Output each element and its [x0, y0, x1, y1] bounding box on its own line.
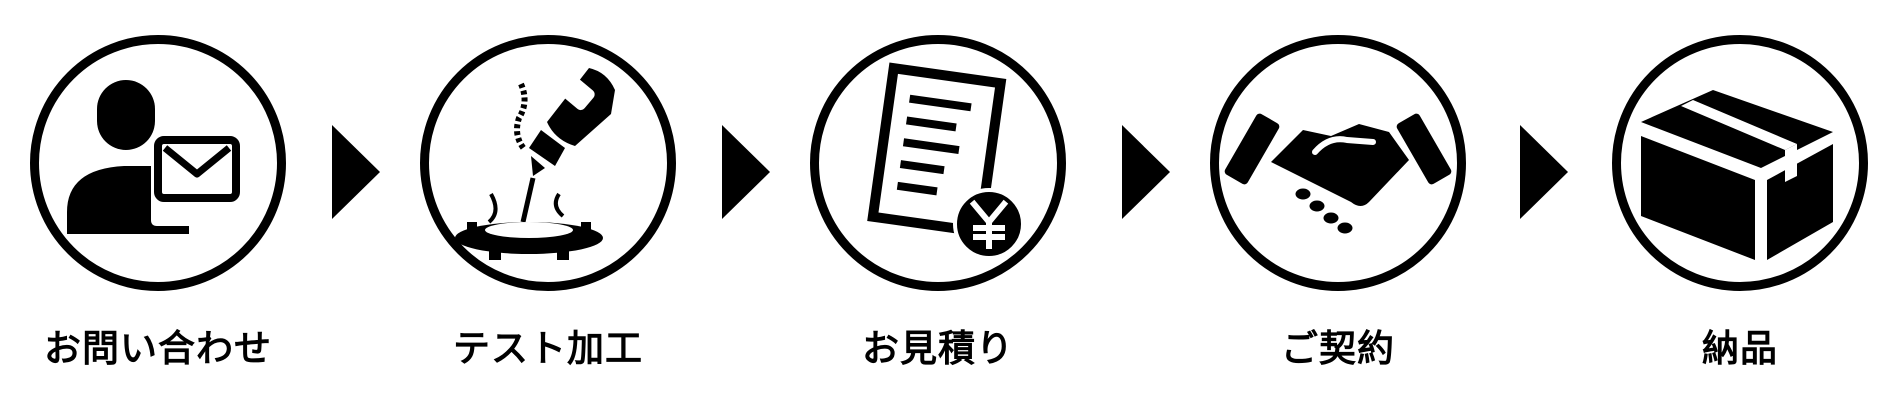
handshake-icon: [1224, 113, 1452, 237]
arrow-right-icon: [1520, 125, 1568, 219]
quote-document-yen-icon: [867, 62, 1025, 260]
arrow-right-icon: [332, 125, 380, 219]
laser-machining-icon: [455, 68, 615, 260]
step-inquiry: お問い合わせ: [22, 0, 312, 400]
step-estimate: お見積り: [802, 0, 1092, 400]
step-test-processing-circle: [420, 35, 676, 291]
step-estimate-circle: [810, 35, 1066, 291]
step-contract: ご契約: [1202, 0, 1492, 400]
arrow-right-icon: [1122, 125, 1170, 219]
step-delivery: 納品: [1604, 0, 1894, 400]
step-delivery-circle: [1612, 35, 1868, 291]
step-contract-circle: [1210, 35, 1466, 291]
step-inquiry-circle: [30, 35, 286, 291]
step-test-processing: テスト加工: [412, 0, 702, 400]
step-contract-label: ご契約: [1281, 327, 1395, 370]
box-icon: [1641, 90, 1833, 260]
step-estimate-label: お見積り: [862, 327, 1014, 370]
step-test-processing-label: テスト加工: [453, 327, 643, 370]
step-inquiry-label: お問い合わせ: [44, 327, 272, 370]
step-delivery-label: 納品: [1702, 327, 1778, 370]
person-mail-icon: [67, 80, 240, 234]
arrow-right-icon: [722, 125, 770, 219]
